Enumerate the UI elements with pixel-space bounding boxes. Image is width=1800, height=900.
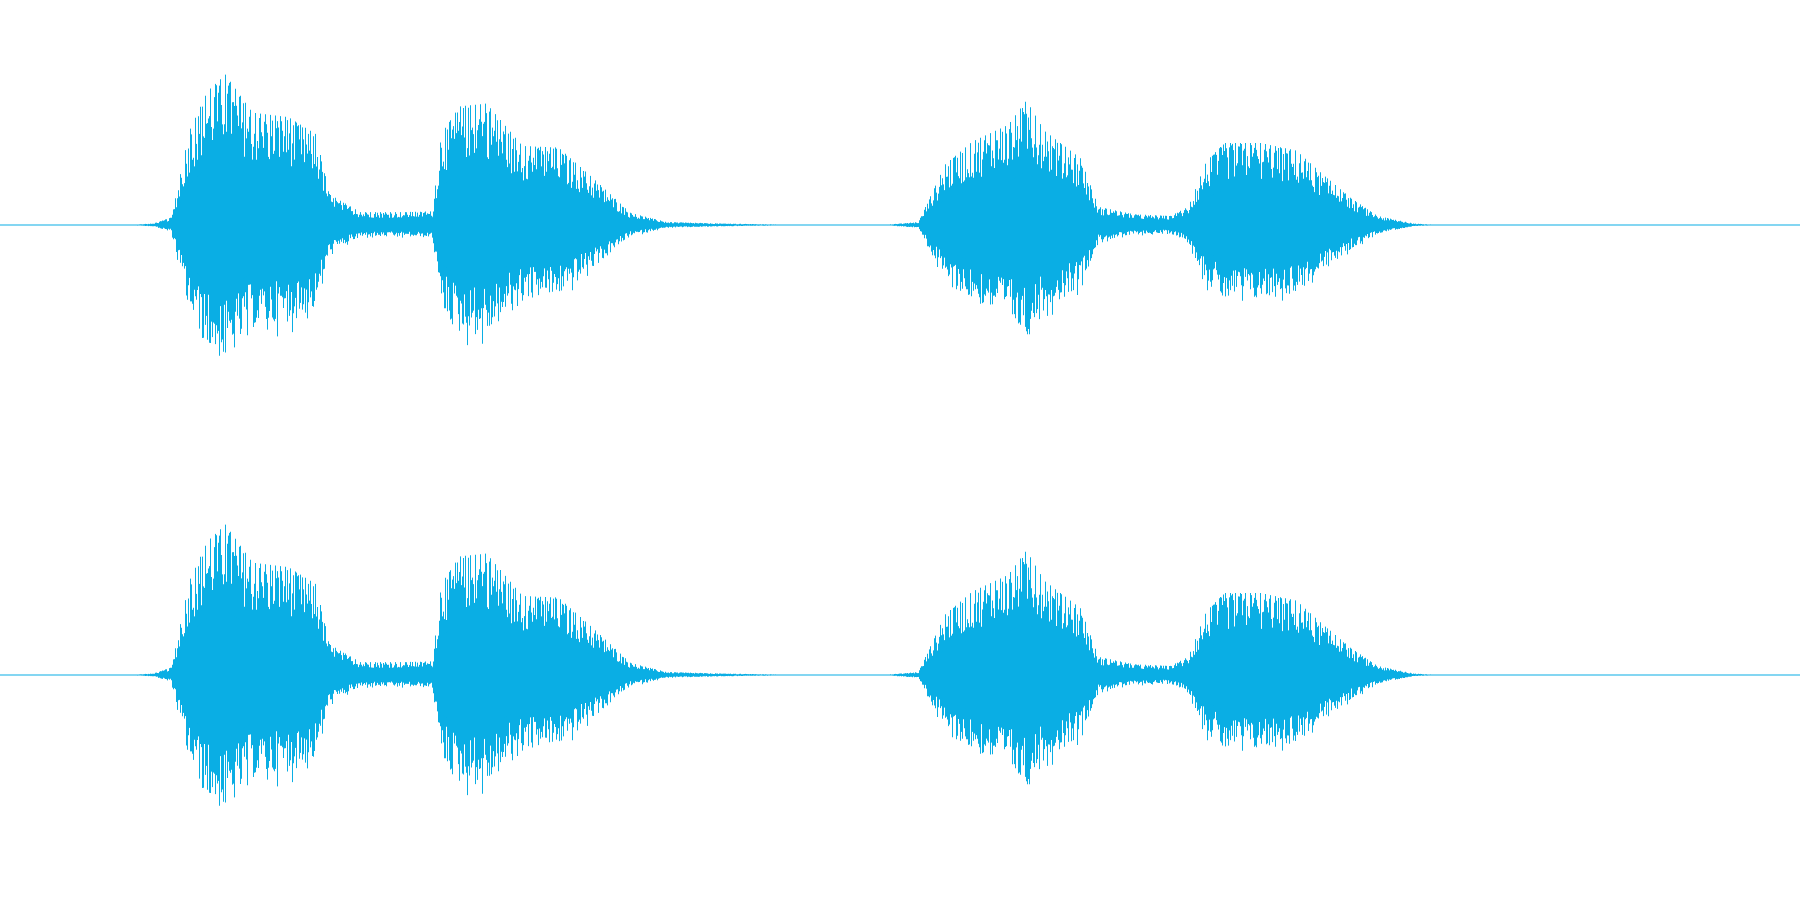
channel-2-track — [0, 524, 1800, 806]
channel-2-waveform-core — [0, 610, 1800, 740]
channel-1-waveform-core — [0, 160, 1800, 290]
channel-1-track — [0, 74, 1800, 356]
